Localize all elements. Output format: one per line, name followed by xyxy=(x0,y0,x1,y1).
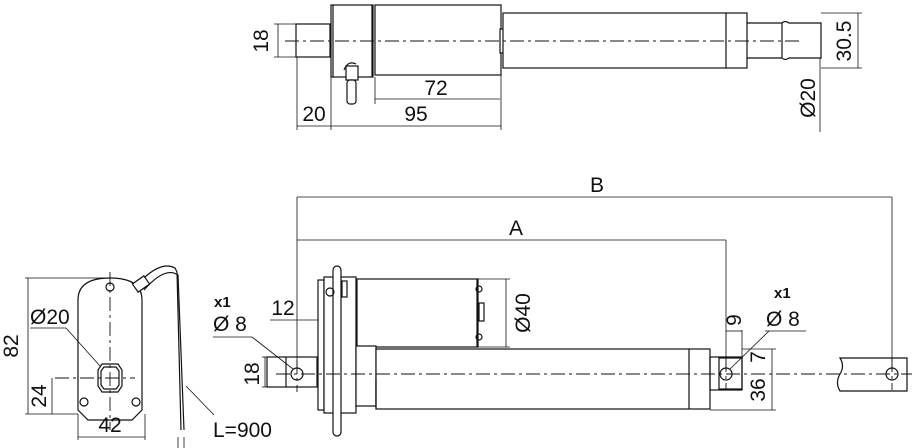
dim-motor-diameter: Ø40 xyxy=(512,293,535,333)
rear-clevis xyxy=(266,356,318,388)
extended-rod xyxy=(836,357,908,392)
top-view: 18 20 95 72 30.5 Ø20 xyxy=(250,4,862,132)
connector xyxy=(345,65,359,81)
dim-front-height-a: 7 xyxy=(747,351,770,363)
motor xyxy=(356,278,479,348)
dim-cable-length: L=900 xyxy=(213,419,272,442)
dim-hole-offset: 24 xyxy=(28,384,51,408)
motor-body xyxy=(374,4,502,76)
label-retracted-length: A xyxy=(509,217,523,240)
dim-rear-offset: 12 xyxy=(271,297,294,320)
outer-tube xyxy=(502,12,748,69)
dim-front-hole-diameter: Ø 8 xyxy=(766,308,800,331)
dim-end-height: 30.5 xyxy=(833,21,856,62)
dim-front-offset: 9 xyxy=(723,314,746,326)
front-hole-qty: x1 xyxy=(774,285,791,302)
dim-front-height-b: 36 xyxy=(747,378,770,401)
dim-outer-diameter: Ø20 xyxy=(797,78,820,118)
dim-side-width: 42 xyxy=(98,414,121,437)
dim-housing-length: 95 xyxy=(404,103,427,126)
side-view: 82 24 42 Ø20 L=900 xyxy=(0,265,272,448)
dim-rod-end-height: 18 xyxy=(250,29,273,52)
dim-side-height: 82 xyxy=(0,334,23,357)
connector-plug xyxy=(346,79,357,105)
octagonal-hole xyxy=(97,363,123,393)
actuator-tube xyxy=(375,348,711,410)
dim-side-hole-diameter: Ø20 xyxy=(30,306,70,329)
cable-gland xyxy=(332,265,342,437)
rear-rod-end xyxy=(295,23,331,58)
dim-rear-height: 18 xyxy=(241,362,264,385)
rear-hole-qty: x1 xyxy=(214,294,231,311)
dim-rod-end-length: 20 xyxy=(302,103,325,126)
front-view: B A 12 18 x1 Ø 8 Ø40 9 x1 Ø 8 7 36 xyxy=(213,174,912,437)
dim-motor-length: 72 xyxy=(424,77,447,100)
label-extended-length: B xyxy=(590,174,604,197)
dim-rear-hole-diameter: Ø 8 xyxy=(213,313,247,336)
